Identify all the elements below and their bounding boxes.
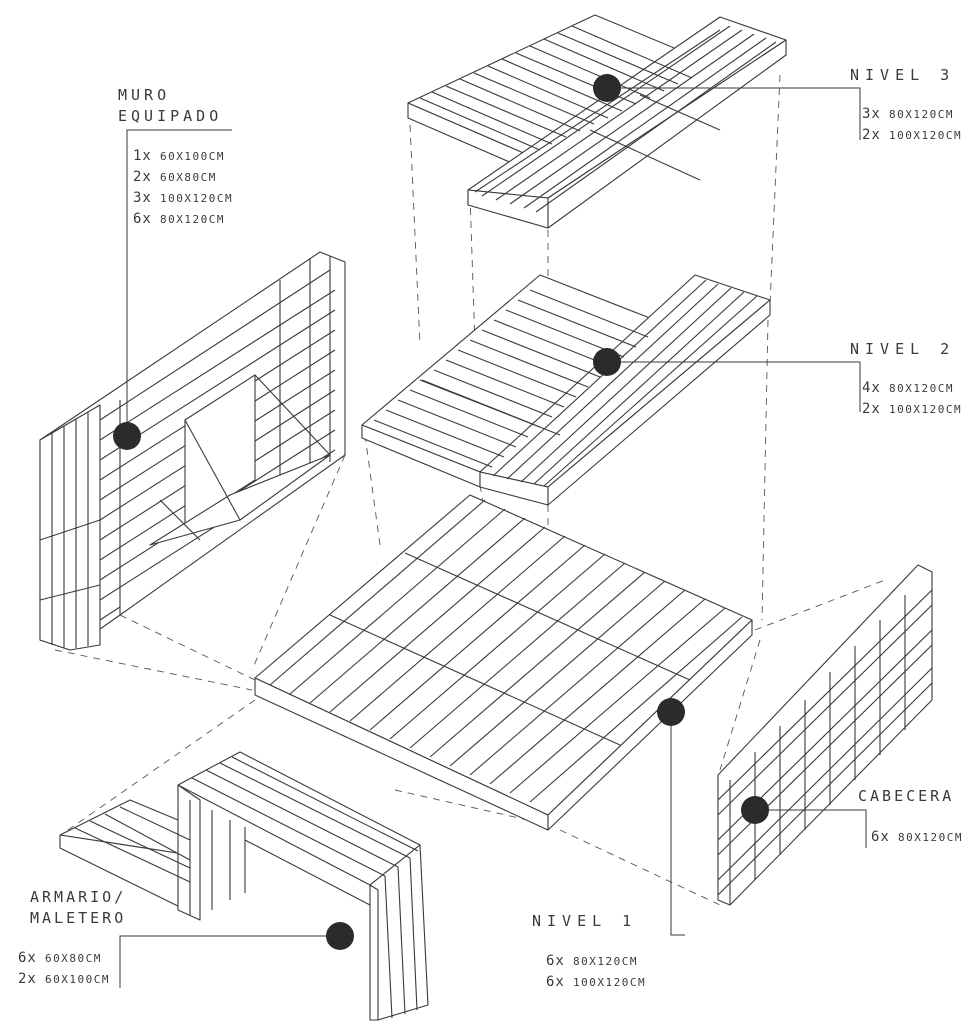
nivel-2-spec-item: 2x 100X120CM	[862, 401, 963, 417]
armario-spec-item: 6x 60X80CM	[18, 950, 102, 966]
nivel-1-spec-list: 6x 80X120CM 6x 100X120CM	[546, 951, 646, 993]
nivel-3-spec-item: 2x 100X120CM	[862, 127, 963, 143]
nivel-1-spec-item: 6x 100X120CM	[546, 974, 647, 990]
muro-spec-item: 3x 100X120CM	[133, 190, 234, 206]
armario-spec-list: 6x 60X80CM 2x 60X100CM	[18, 948, 110, 990]
nivel-3-spec-item: 3x 80X120CM	[862, 106, 954, 122]
muro-spec-list: 1x 60X100CM 2x 60X80CM 3x 100X120CM 6x 8…	[133, 146, 233, 230]
muro-title-line-2: EQUIPADO	[118, 107, 223, 125]
cabecera-title: CABECERA	[858, 787, 955, 805]
cabecera-spec-list: 6x 80X120CM	[871, 827, 963, 848]
nivel-3-pallets	[407, 14, 787, 229]
nivel-1-spec-item: 6x 80X120CM	[546, 953, 638, 969]
muro-title-line-1: MURO	[118, 86, 171, 104]
muro-spec-item: 1x 60X100CM	[133, 148, 225, 164]
nivel-1-marker	[657, 698, 685, 726]
nivel-2-spec-item: 4x 80X120CM	[862, 380, 954, 396]
nivel-1-title: NIVEL 1	[532, 912, 638, 930]
muro-spec-item: 2x 60X80CM	[133, 169, 217, 185]
armario-marker	[326, 922, 354, 950]
nivel-1-platform	[254, 494, 753, 831]
callout-markers	[113, 74, 769, 950]
muro-spec-item: 6x 80X120CM	[133, 211, 225, 227]
nivel-2-marker	[593, 348, 621, 376]
cabecera-headboard	[717, 564, 933, 906]
muro-equipado-wall	[39, 251, 346, 651]
muro-marker	[113, 422, 141, 450]
nivel-2-pallets	[361, 274, 771, 506]
armario-title-line-1: ARMARIO/	[30, 888, 127, 906]
armario-maletero	[59, 751, 429, 1021]
armario-title-line-2: MALETERO	[30, 909, 127, 927]
nivel-3-spec-list: 3x 80X120CM 2x 100X120CM	[862, 104, 962, 146]
nivel-2-spec-list: 4x 80X120CM 2x 100X120CM	[862, 378, 962, 420]
nivel-2-title: NIVEL 2	[850, 340, 956, 358]
leader-lines	[119, 87, 867, 988]
nivel-3-marker	[593, 74, 621, 102]
cabecera-marker	[741, 796, 769, 824]
cabecera-spec-item: 6x 80X120CM	[871, 829, 963, 845]
armario-spec-item: 2x 60X100CM	[18, 971, 110, 987]
nivel-3-title: NIVEL 3	[850, 66, 956, 84]
